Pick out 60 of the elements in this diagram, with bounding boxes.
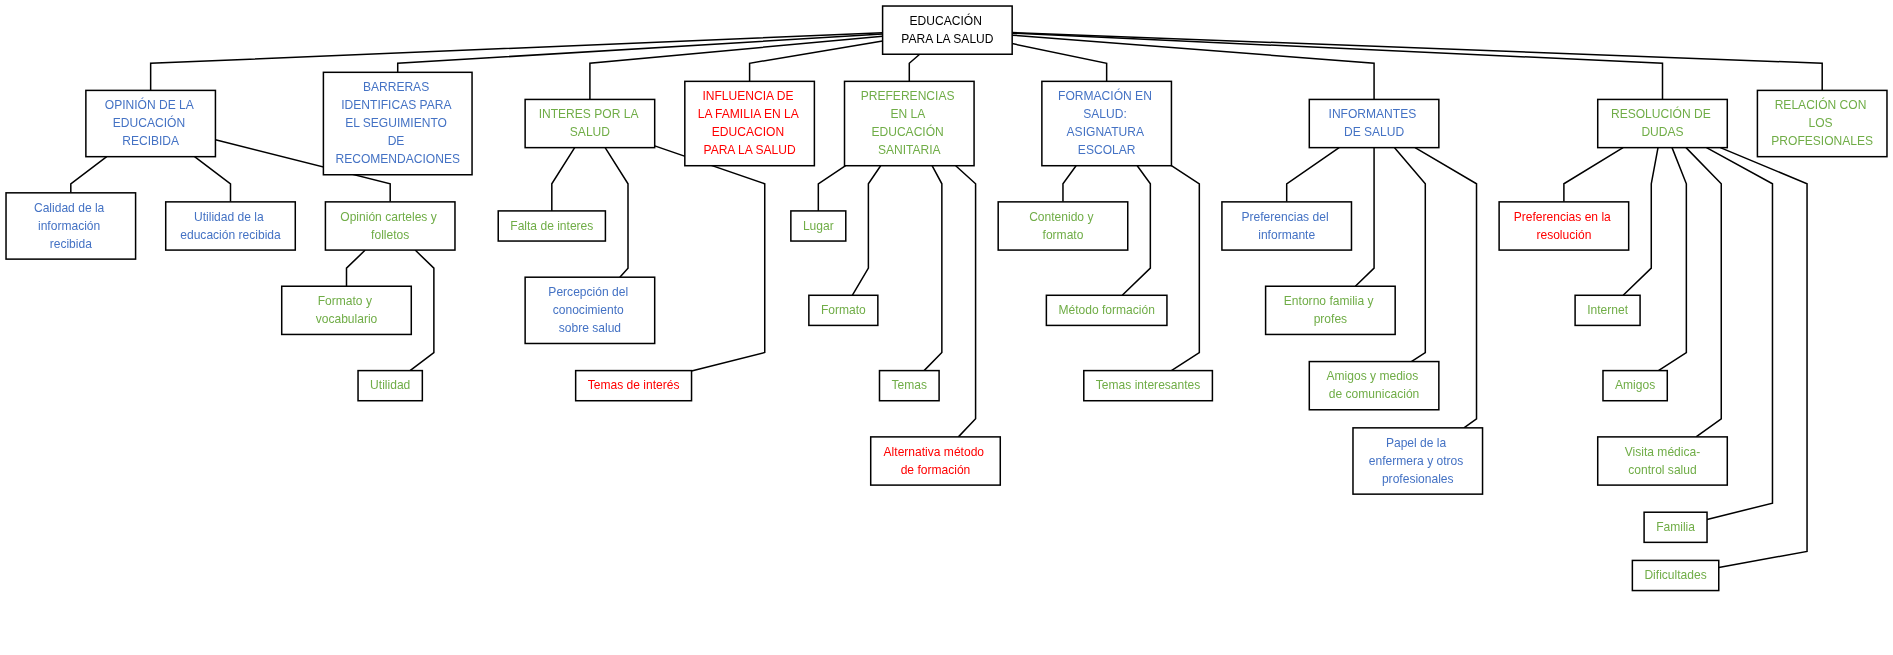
connector [908, 53, 921, 83]
connector [1393, 146, 1427, 363]
node-box: BARRERAS IDENTIFICAS PARA EL SEGUIMIENTO DE RECOMENDACIONES [322, 71, 473, 176]
node-box: Alternativa método de formación [869, 436, 1002, 486]
node-box: Temas [878, 369, 940, 402]
node-box: INFORMANTES DE SALUD [1308, 98, 1440, 149]
connector [653, 145, 766, 372]
connector [1121, 164, 1152, 297]
node-box: INFLUENCIA DE LA FAMILIA EN LA EDUCACION PARA LA SALUD [684, 80, 816, 167]
connector [193, 155, 232, 203]
connector [409, 249, 435, 372]
connector [1718, 146, 1808, 569]
connector [345, 249, 366, 287]
node-box: Calidad de la información recibida [5, 192, 137, 260]
node-box: RELACIÓN CON LOS PROFESIONALES [1756, 89, 1888, 158]
connector [1354, 146, 1375, 287]
connector [851, 164, 882, 297]
connector [1170, 164, 1201, 372]
node-box: Temas interesantes [1083, 369, 1214, 402]
node-box: Entorno familia y profes [1264, 285, 1396, 336]
connector [817, 164, 847, 212]
node-box: Percepción del conocimiento sobre salud [524, 276, 656, 345]
node-box: OPINIÓN DE LA EDUCACIÓN RECIBIDA [85, 89, 217, 158]
connector [70, 155, 108, 194]
node-box: PREFERENCIAS EN LA EDUCACIÓN SANITARIA [843, 80, 975, 167]
node-box: Preferencias del informante [1221, 201, 1353, 251]
node-box: Preferencias en la resolución [1498, 201, 1630, 251]
connector [1685, 146, 1722, 438]
node-box: Internet [1574, 294, 1641, 327]
node-box: INTERES POR LA SALUD [524, 98, 656, 149]
node-box: Falta de interes [497, 210, 607, 242]
node-box: Papel de la enfermera y otros profesionales [1352, 427, 1484, 495]
node-box: FORMACIÓN EN SALUD: ASIGNATURA ESCOLAR [1041, 80, 1173, 167]
connector [604, 146, 629, 278]
connector [1622, 146, 1659, 297]
node-box: Amigos [1602, 369, 1669, 402]
connector [1285, 146, 1340, 203]
connector [1414, 146, 1478, 429]
connector [1657, 146, 1688, 372]
node-box: Visita médica-control salud [1596, 436, 1729, 486]
connector [1705, 146, 1774, 521]
connector [551, 146, 576, 212]
node-box: Familia [1643, 511, 1708, 544]
connector [1563, 146, 1624, 203]
node-box: Formato y vocabulario [280, 285, 413, 336]
node-box: Dificultades [1631, 559, 1720, 592]
node-box: Utilidad de la educación recibida [164, 201, 297, 251]
node-box: Método formación [1045, 294, 1168, 327]
node-box: Formato [808, 294, 879, 327]
node-box: Utilidad [357, 369, 424, 402]
node-box: Opinión carteles y folletos [324, 201, 456, 251]
connector [923, 164, 943, 372]
connector [954, 164, 977, 438]
connector [1062, 164, 1077, 203]
node-box: Amigos y medios de comunicación [1308, 360, 1440, 411]
node-box: Contenido y formato [997, 201, 1129, 251]
node-box: Temas de interés [574, 369, 693, 402]
node-box: Lugar [790, 210, 847, 242]
node-box: RESOLUCIÓN DE DUDAS [1596, 98, 1729, 149]
node-box: EDUCACIÓN PARA LA SALUD [881, 5, 1013, 55]
